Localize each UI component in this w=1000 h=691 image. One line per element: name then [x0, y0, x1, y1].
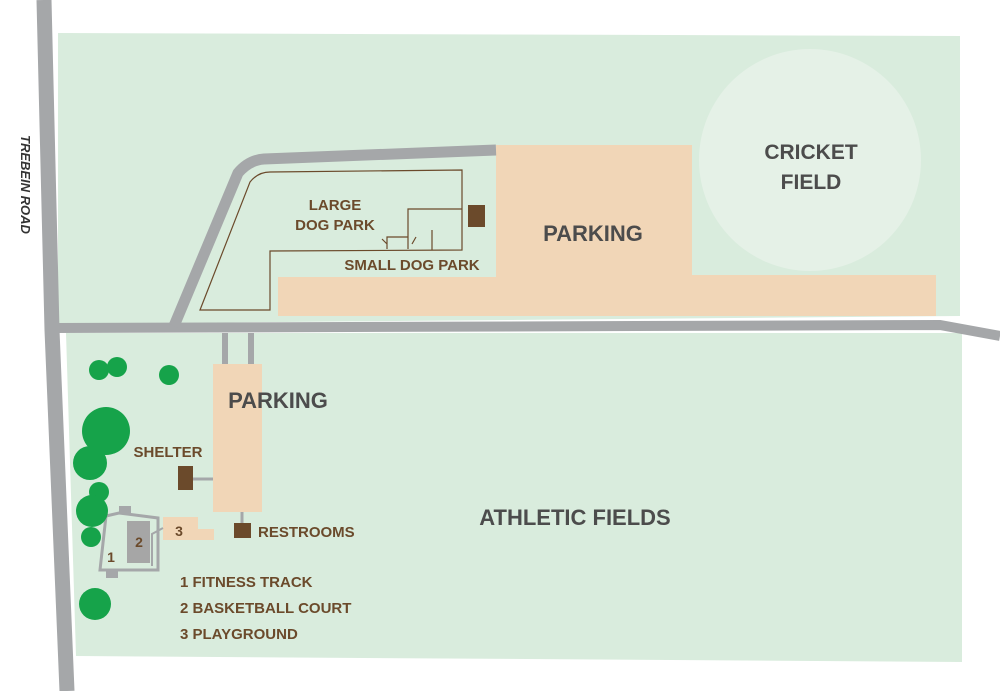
legend: 1 FITNESS TRACK 2 BASKETBALL COURT 3 PLA…	[180, 574, 351, 643]
shelter-building	[178, 466, 193, 490]
tree	[82, 407, 130, 455]
legend-item-basketball-court: 2 BASKETBALL COURT	[180, 600, 351, 617]
restrooms-label: RESTROOMS	[258, 524, 355, 541]
entrance-drive	[168, 144, 497, 329]
park-road	[53, 319, 1000, 341]
north-parking-lot	[278, 145, 936, 316]
large-dog-park-label-line2: DOG PARK	[295, 217, 375, 234]
tree	[107, 357, 127, 377]
fitness-track-marker-top	[119, 506, 131, 514]
cricket-field-label-line2: FIELD	[781, 171, 842, 194]
south-parking-label: PARKING	[228, 388, 328, 413]
athletic-fields-label: ATHLETIC FIELDS	[479, 505, 670, 530]
legend-item-fitness-track: 1 FITNESS TRACK	[180, 574, 313, 591]
north-parking-label: PARKING	[543, 221, 643, 246]
legend-item-playground: 3 PLAYGROUND	[180, 626, 298, 643]
south-parking-lot	[213, 364, 262, 512]
basketball-court	[127, 521, 150, 563]
restrooms-building	[234, 523, 251, 538]
cricket-field	[699, 49, 921, 271]
tree	[76, 495, 108, 527]
south-grass-area	[66, 333, 962, 662]
basketball-court-number: 2	[135, 534, 143, 550]
trees	[73, 357, 179, 620]
playground-area	[163, 517, 214, 540]
fitness-track-number: 1	[107, 549, 115, 565]
trebein-road-label: TREBEIN ROAD	[18, 135, 33, 235]
shelter-label: SHELTER	[134, 444, 203, 461]
small-dog-park-label: SMALL DOG PARK	[344, 257, 479, 274]
tree	[81, 527, 101, 547]
large-dog-park-label-line1: LARGE	[309, 197, 362, 214]
tree	[89, 360, 109, 380]
large-dog-park-fence	[199, 169, 463, 311]
tree	[73, 446, 107, 480]
cricket-field-label-line1: CRICKET	[764, 141, 858, 164]
tree	[79, 588, 111, 620]
dog-park-gates	[381, 230, 433, 250]
dog-park-building	[468, 205, 485, 227]
fitness-track	[98, 511, 160, 572]
small-dog-park-fence	[407, 208, 462, 249]
fitness-track-marker-bottom	[106, 570, 118, 578]
tree	[159, 365, 179, 385]
playground-number: 3	[175, 523, 183, 539]
trebein-road	[36, 0, 75, 691]
